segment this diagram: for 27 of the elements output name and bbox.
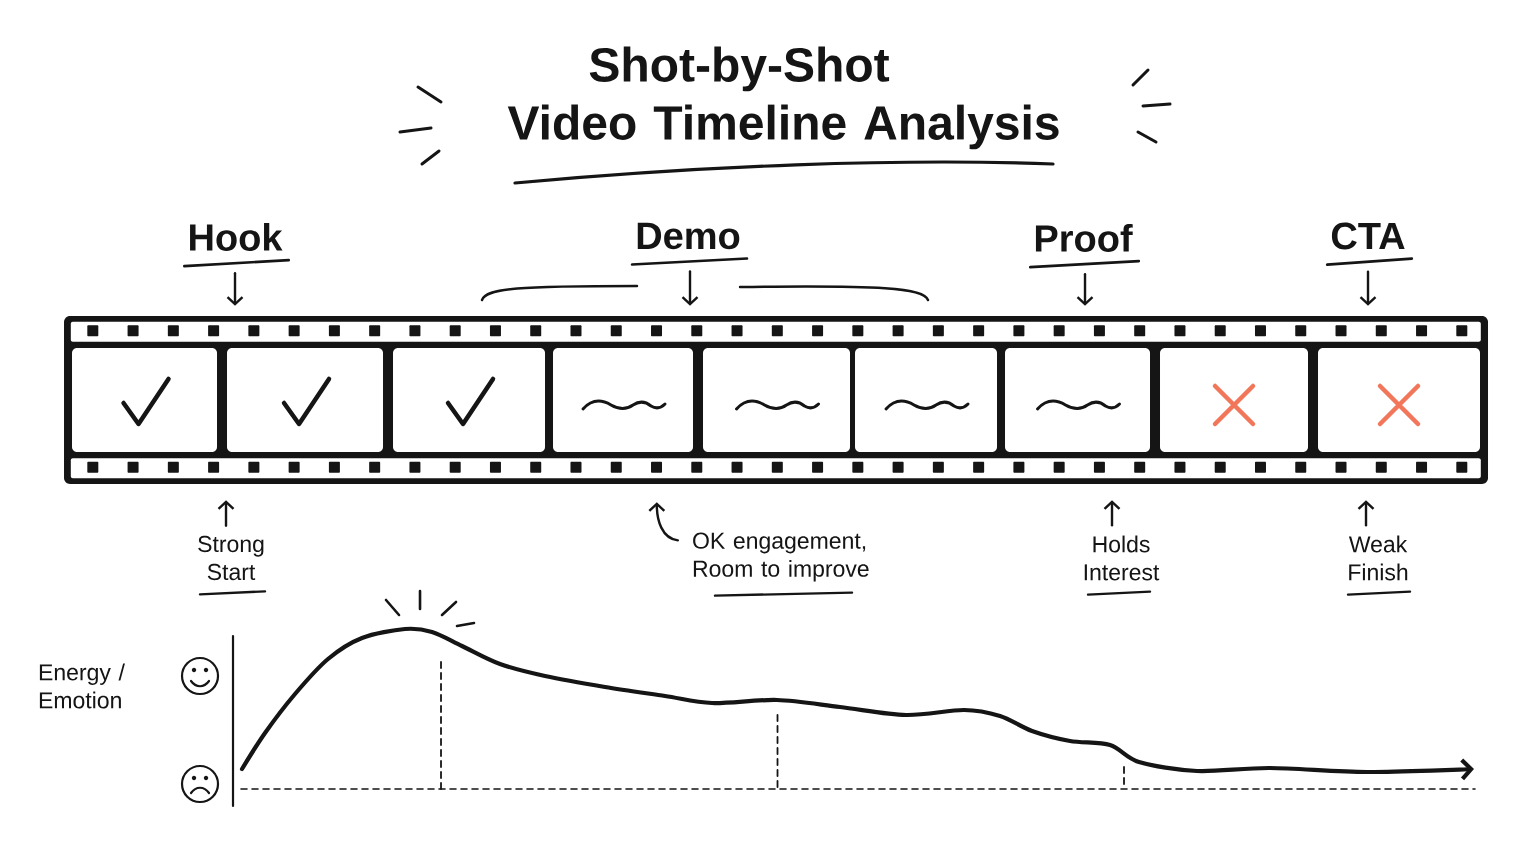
- annotation: Weak Finish: [1348, 535, 1408, 581]
- section-label: Proof: [1035, 224, 1133, 252]
- annotation: Strong Start: [198, 535, 264, 581]
- video-frame: [1160, 348, 1308, 452]
- axis-label: Energy / Emotion: [39, 663, 125, 709]
- arrow: [226, 271, 244, 306]
- video-frame: [72, 348, 217, 452]
- section-label: CTA: [1331, 222, 1405, 250]
- video-frame: [1318, 348, 1480, 452]
- section-label: Demo: [637, 222, 740, 250]
- arrow: [1076, 272, 1094, 306]
- video-frame: [227, 348, 383, 452]
- video-frame: [855, 348, 997, 452]
- video-frame: [703, 348, 850, 452]
- arrow: [217, 500, 235, 527]
- annotation: OK engagement, Room to improve: [693, 532, 869, 582]
- arrow: [681, 270, 699, 306]
- video-frame: [393, 348, 545, 452]
- arrow: [648, 502, 679, 542]
- title: Shot-by-Shot Video Timeline Analysis: [507, 46, 1059, 150]
- arrow: [1103, 500, 1121, 527]
- video-frame: [553, 348, 693, 452]
- section-label: Hook: [190, 223, 283, 251]
- annotation: Holds Interest: [1084, 535, 1160, 581]
- arrow: [1359, 270, 1377, 306]
- arrow: [1357, 500, 1375, 527]
- video-frame: [1005, 348, 1150, 452]
